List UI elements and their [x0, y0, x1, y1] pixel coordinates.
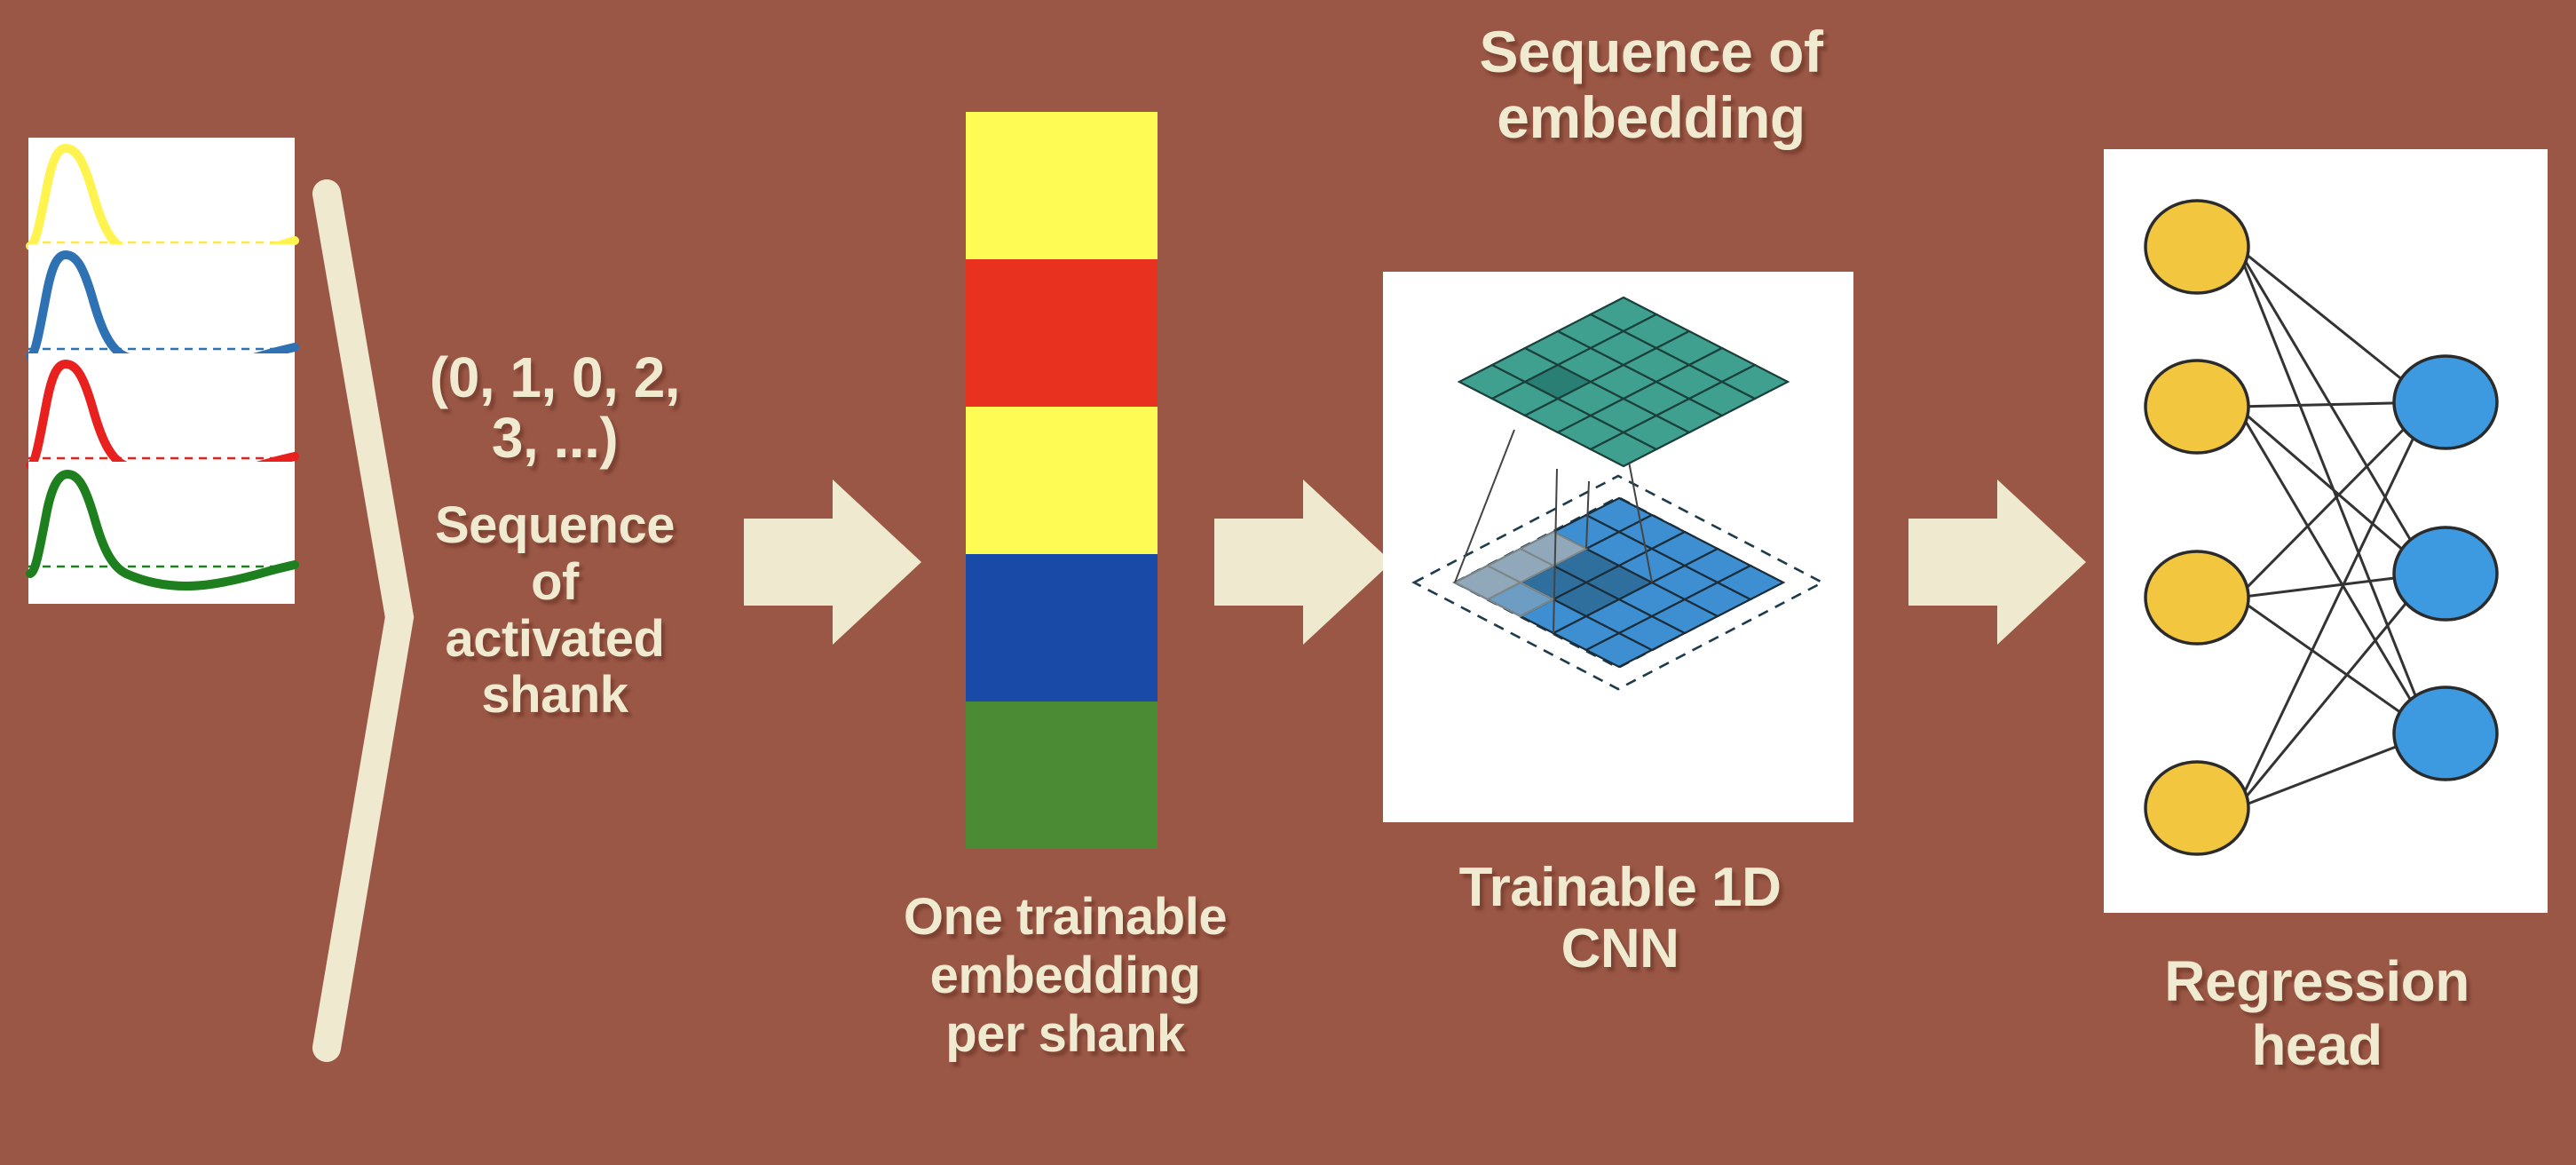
- waveform-trace-3: [26, 470, 299, 590]
- embedding-band-yellow-2: [966, 407, 1158, 554]
- waveform-panel-shank-3: [26, 462, 299, 604]
- arrow-icon-3: [1908, 479, 2086, 645]
- regression-head-label: Regression head: [2164, 949, 2469, 1077]
- embedding-band-blue: [966, 554, 1158, 701]
- embedding-band-green: [966, 701, 1158, 849]
- trainable-1d-cnn-label: Trainable 1D CNN: [1458, 857, 1782, 980]
- sequence-tuple-label: (0, 1, 0, 2, 3, ...): [429, 345, 681, 470]
- chevron-stroke: [312, 179, 415, 1062]
- input-node-1: [2144, 359, 2250, 455]
- embedding-band-yellow-1: [966, 112, 1158, 259]
- sequence-of-activated-shank-label: Sequence of activated shank: [435, 496, 676, 725]
- one-trainable-embedding-label: One trainable embedding per shank: [903, 888, 1228, 1064]
- network-output-nodes: [2392, 354, 2499, 781]
- regression-head-panel: [2104, 149, 2548, 913]
- network-input-nodes: [2144, 199, 2250, 856]
- arrow-shape-3: [1908, 479, 2086, 645]
- input-node-2: [2144, 550, 2250, 646]
- output-node-1: [2392, 526, 2499, 622]
- sequence-of-embedding-label: Sequence of embedding: [1479, 19, 1823, 150]
- arrow-sequence-to-embedding: [744, 478, 921, 646]
- cnn-connector-lines: [1454, 429, 1653, 634]
- cnn-receptive-field: [1452, 530, 1589, 618]
- arrow-cnn-to-regression: [1908, 478, 2086, 646]
- cnn-padding-dashed: [1411, 474, 1825, 691]
- embedding-column: [966, 112, 1158, 849]
- regression-head-network: [2144, 199, 2499, 856]
- arrow-shape-2: [1214, 479, 1392, 645]
- arrow-icon-1: [744, 479, 921, 645]
- cnn-output-grid: [1457, 296, 1790, 468]
- cnn-illustration-panel: [1383, 272, 1853, 822]
- input-node-3: [2144, 760, 2250, 856]
- cnn-input-grid: [1411, 474, 1825, 691]
- output-node-0: [2392, 354, 2499, 450]
- waveform-trace-1: [26, 250, 299, 373]
- cnn-convolution-diagram: [1411, 296, 1825, 691]
- waveform-plot-3: [26, 470, 299, 590]
- arrow-embedding-to-cnn: [1214, 478, 1392, 646]
- output-node-2: [2392, 686, 2499, 781]
- embedding-band-red: [966, 259, 1158, 407]
- waveform-trace-2: [26, 360, 299, 482]
- arrow-shape-1: [744, 479, 921, 645]
- arrow-icon-2: [1214, 479, 1392, 645]
- input-node-0: [2144, 199, 2250, 295]
